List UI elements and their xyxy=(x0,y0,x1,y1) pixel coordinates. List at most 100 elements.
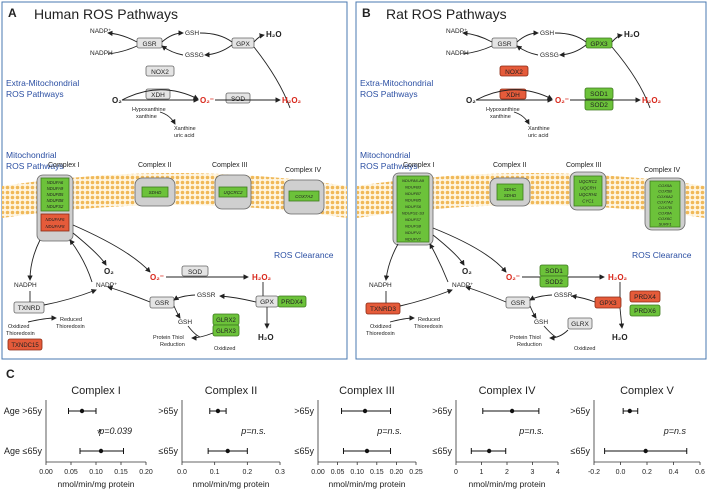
b-arrow-21 xyxy=(389,315,415,323)
b-cii-gene-1: SDHC xyxy=(504,187,517,192)
a-nadp-plus-top: NADP⁺ xyxy=(90,28,112,35)
b-redthio-1: Reduced xyxy=(418,317,440,323)
b-complex-iv-title: Complex IV xyxy=(644,167,681,174)
b-h2o-top: H₂O xyxy=(624,30,640,39)
a-protthiol-2: Reduction xyxy=(160,342,185,348)
b-oxidized: Oxidized xyxy=(574,346,595,352)
a-arrow-25 xyxy=(219,293,257,303)
chart-1-title: Complex I xyxy=(71,385,121,397)
b-glrx-box xyxy=(567,317,593,330)
b-arrow-8 xyxy=(611,46,651,109)
b-civ-gene-3: COX6A2 xyxy=(657,194,674,199)
b-hypo-1: Hypoxanthine xyxy=(486,107,520,113)
a-gsh-top: GSH xyxy=(185,30,199,37)
b-ciii-gene-4: CYC1 xyxy=(582,199,594,204)
chart-4-xlabel: nmol/min/mg protein xyxy=(468,479,545,489)
a-gpx-label: GPX xyxy=(236,41,250,48)
a-gpx-low-label: GPX xyxy=(260,299,274,306)
chart-5-title: Complex V xyxy=(620,385,674,397)
chart-4-title: Complex IV xyxy=(479,385,537,397)
b-redthio-2: Thioredoxin xyxy=(414,324,443,330)
b-txnrd3-box xyxy=(365,302,401,315)
chart-2-tick-label-3: 0.3 xyxy=(275,469,285,476)
chart-3-tick-label-4: 0.20 xyxy=(390,469,404,476)
chart-3-tick-label-5: 0.25 xyxy=(409,469,423,476)
chart-4-row-label-1: ≤65y xyxy=(433,446,453,456)
b-arrow-15 xyxy=(432,234,465,266)
panel-a-mito-label-1: Mitochondrial xyxy=(6,150,57,160)
b-h2o2-low: H₂O₂ xyxy=(608,273,628,282)
a-nadph-low: NADPH xyxy=(14,282,37,289)
a-arrow-4 xyxy=(161,45,184,56)
b-gsh-top: GSH xyxy=(540,30,554,37)
b-prdx4-box xyxy=(629,290,661,303)
chart-2-xlabel: nmol/min/mg protein xyxy=(192,479,269,489)
panel-a-clearance: ROS Clearance xyxy=(274,250,334,260)
a-complex-iii-green xyxy=(218,186,248,198)
panel-b-clearance: ROS Clearance xyxy=(632,250,692,260)
b-complex-ii-green xyxy=(496,183,524,201)
b-civ-gene-7: COX6C xyxy=(658,216,672,221)
b-gsh-low: GSH xyxy=(534,319,548,326)
a-oxthio-1: Oxidized xyxy=(8,324,29,330)
b-arrow-24 xyxy=(529,305,537,319)
a-h2o2-top: H₂O₂ xyxy=(282,96,302,105)
chart-4-point-1 xyxy=(486,448,492,454)
b-xanth-1: Xanthine xyxy=(528,126,550,132)
chart-3-tick-label-1: 0.05 xyxy=(331,469,345,476)
a-txnrd-label: TXNRD xyxy=(18,305,41,312)
b-ci-gene-10: NDUFV2 xyxy=(405,237,422,242)
b-prdx6-label: PRDX6 xyxy=(634,308,656,315)
b-nadph-top: NADPH xyxy=(446,50,469,57)
b-h2o-low: H₂O xyxy=(612,333,628,342)
b-oxthio-1: Oxidized xyxy=(370,324,391,330)
a-gsr-low-box xyxy=(149,296,175,309)
a-nadp-plus-low: NADP⁺ xyxy=(96,282,118,289)
a-sod-low-label: SOD xyxy=(188,269,202,276)
a-prdx4-box xyxy=(277,295,307,308)
a-arrow-12 xyxy=(159,111,176,125)
a-complex-iii-title: Complex III xyxy=(212,162,247,169)
chart-3-tick-label-3: 0.15 xyxy=(370,469,384,476)
b-gsr-label: GSR xyxy=(497,41,511,48)
chart-5-point-1 xyxy=(643,448,648,454)
chart-1-point-0 xyxy=(79,408,85,414)
a-h2o2-low: H₂O₂ xyxy=(252,273,272,282)
b-o2-low: O₂ xyxy=(462,267,472,276)
b-arrow-12 xyxy=(513,111,530,125)
chart-4-tick-label-0: 0 xyxy=(454,469,458,476)
b-txnrd3-label: TXNRD3 xyxy=(370,306,396,313)
chart-3-point-1 xyxy=(364,448,370,454)
b-arrow-28 xyxy=(543,325,557,338)
b-prdx6-box xyxy=(629,304,661,317)
chart-4-tick-label-2: 2 xyxy=(505,469,509,476)
panel-b-extra-label-2: ROS Pathways xyxy=(360,89,418,99)
a-txnrd-box xyxy=(13,301,45,314)
b-arrow-17 xyxy=(383,243,399,281)
a-ci-red-1: NDUFAF6 xyxy=(46,217,66,222)
a-h2o-low: H₂O xyxy=(258,333,274,342)
chart-4-point-0 xyxy=(509,408,515,414)
chart-1-annotation: p=0.039 xyxy=(98,426,132,436)
a-arrow-28 xyxy=(191,332,214,341)
a-ciii-gene-1: UQCRC2 xyxy=(223,190,242,195)
chart-4-tick-label-1: 1 xyxy=(480,469,484,476)
panel-b-extra-label-1: Extra-Mitochondrial xyxy=(360,78,433,88)
chart-3-row-label-1: ≤65y xyxy=(295,446,315,456)
chart-1-tick-label-1: 0.05 xyxy=(64,469,78,476)
panel-a-extra-label-1: Extra-Mitochondrial xyxy=(6,78,79,88)
b-h2o2-top: H₂O₂ xyxy=(642,96,662,105)
a-arrow-5 xyxy=(199,32,233,43)
a-gssg-top: GSSG xyxy=(185,52,204,59)
b-hypo-2: xanthine xyxy=(490,114,511,120)
a-xdh-label: XDH xyxy=(151,92,165,99)
a-complex-iv-title: Complex IV xyxy=(285,167,322,174)
b-o2rad-low: O₂⁻ xyxy=(506,273,520,282)
a-complex-i-genes: NDUFA6 NDUFA9 NDUFB5 NDUFB8 NDUFS2 xyxy=(47,180,64,209)
chart-4-tick-label-3: 3 xyxy=(531,469,535,476)
chart-3-row-label-0: >65y xyxy=(294,406,314,416)
a-complex-ii-green xyxy=(141,186,169,198)
b-ci-gene-2: NDUFB3 xyxy=(405,185,422,190)
